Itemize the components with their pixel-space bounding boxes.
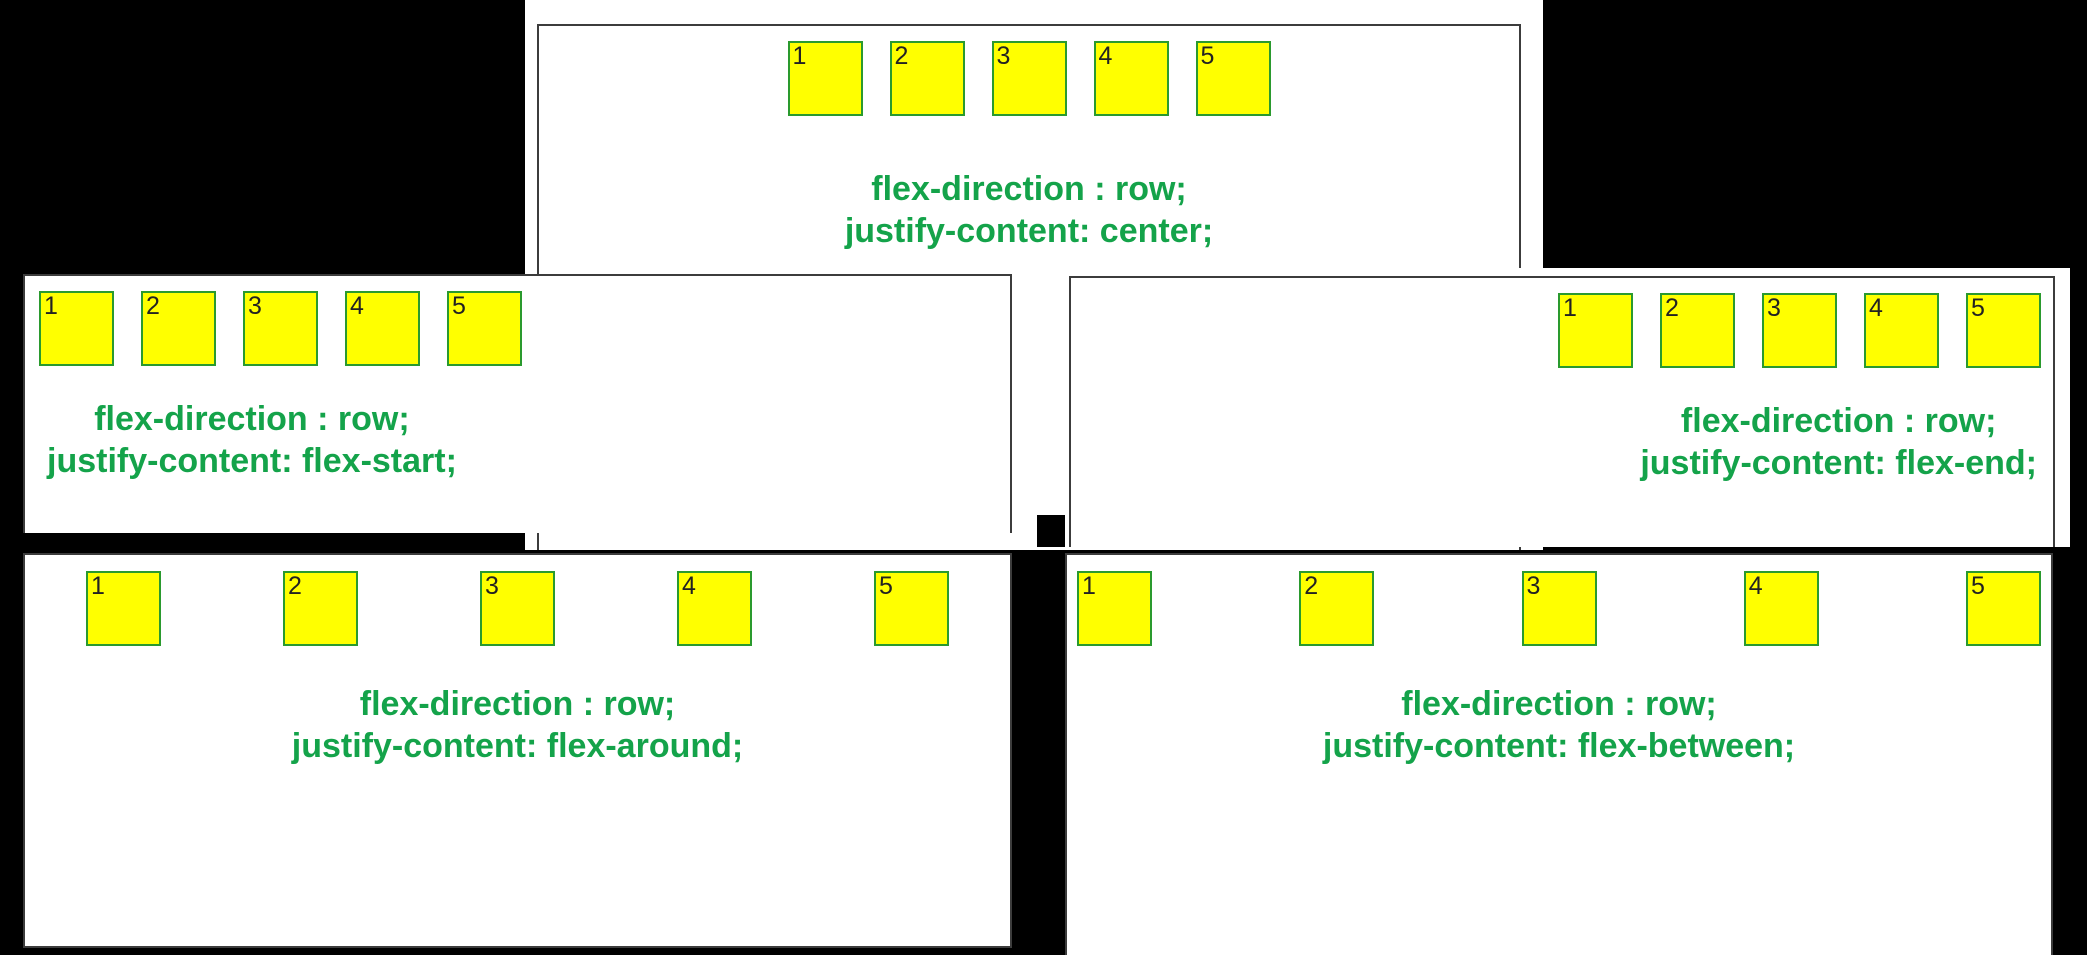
caption-line-1: flex-direction : row; [359,685,676,723]
box-number: 4 [1748,572,1763,600]
flex-item-box: 5 [1966,571,2041,646]
flex-item-box: 5 [874,571,949,646]
caption-block: flex-direction : row; justify-content: f… [47,398,457,482]
caption-line-2: justify-content: flex-start; [47,442,457,480]
box-number: 5 [1200,42,1215,70]
flex-item-box: 3 [480,571,555,646]
box-number: 2 [1304,572,1319,600]
flex-items-row: 1 2 3 4 5 [1071,293,2053,368]
caption-line-1: flex-direction : row; [871,170,1187,208]
caption-line-2: justify-content: flex-around; [291,727,744,765]
flex-item-box: 2 [1660,293,1735,368]
box-number: 5 [452,292,466,320]
flex-item-box: 4 [677,571,752,646]
flex-item-box: 4 [1864,293,1939,368]
flex-item-box: 2 [1299,571,1375,646]
flex-item-box: 4 [345,291,420,366]
box-number: 3 [996,42,1011,70]
flex-item-box: 2 [283,571,358,646]
box-number: 4 [1869,294,1883,322]
box-number: 2 [894,42,909,70]
flex-item-box: 3 [243,291,318,366]
caption-line-2: justify-content: flex-between; [1322,727,1796,765]
box-number: 3 [1767,294,1781,322]
flex-item-box: 1 [1077,571,1152,646]
box-number: 4 [682,572,696,600]
black-square-decoration [1037,515,1065,547]
box-number: 4 [350,292,364,320]
flex-item-box: 5 [447,291,522,366]
flex-items-row: 1 2 3 4 5 [25,291,1010,366]
flex-item-box: 5 [1966,293,2041,368]
flex-item-box: 3 [991,41,1067,116]
flex-item-box: 4 [1093,41,1169,116]
box-number: 3 [248,292,262,320]
panel-justify-flex-around: 1 2 3 4 5 flex-direction : row; justify-… [23,553,1012,948]
box-number: 3 [1526,572,1541,600]
box-number: 1 [44,292,58,320]
box-number: 2 [288,572,302,600]
flex-item-box: 1 [86,571,161,646]
box-number: 2 [146,292,160,320]
caption-line-1: flex-direction : row; [94,400,410,438]
box-number: 1 [792,42,807,70]
box-number: 5 [1971,572,1985,600]
flex-item-box: 1 [1558,293,1633,368]
panel-justify-flex-start: 1 2 3 4 5 flex-direction : row; justify-… [23,274,1012,533]
flex-item-box: 5 [1195,41,1271,116]
flex-items-row: 1 2 3 4 5 [539,41,1519,116]
caption: flex-direction : row; justify-content: f… [1071,400,2053,484]
flex-item-box: 2 [889,41,965,116]
caption: flex-direction : row; justify-content: c… [539,168,1519,252]
caption: flex-direction : row; justify-content: f… [25,398,1010,482]
panel-sheet-flex-end: 1 2 3 4 5 flex-direction : row; justify-… [1065,268,2070,547]
caption-line-2: justify-content: center; [844,212,1214,250]
flex-item-box: 4 [1743,571,1819,646]
flex-item-box: 1 [39,291,114,366]
box-number: 1 [91,572,105,600]
caption-line-2: justify-content: flex-end; [1640,444,2037,482]
flex-items-row: 1 2 3 4 5 [1067,571,2051,646]
panel-justify-flex-between: 1 2 3 4 5 flex-direction : row; justify-… [1065,553,2053,955]
box-number: 5 [879,572,893,600]
box-number: 5 [1971,294,1985,322]
caption: flex-direction : row; justify-content: f… [1067,683,2051,767]
caption-line-1: flex-direction : row; [1401,685,1717,723]
box-number: 1 [1563,294,1577,322]
flex-item-box: 2 [141,291,216,366]
box-number: 1 [1082,572,1096,600]
caption-line-1: flex-direction : row; [1680,402,1997,440]
caption-block: flex-direction : row; justify-content: f… [1640,400,2037,484]
flex-item-box: 1 [787,41,863,116]
panel-justify-flex-end: 1 2 3 4 5 flex-direction : row; justify-… [1069,276,2055,547]
box-number: 3 [485,572,499,600]
flex-item-box: 3 [1521,571,1597,646]
caption: flex-direction : row; justify-content: f… [25,683,1010,767]
box-number: 4 [1098,42,1113,70]
box-number: 2 [1665,294,1679,322]
flex-items-row: 1 2 3 4 5 [25,571,1010,646]
flex-item-box: 3 [1762,293,1837,368]
